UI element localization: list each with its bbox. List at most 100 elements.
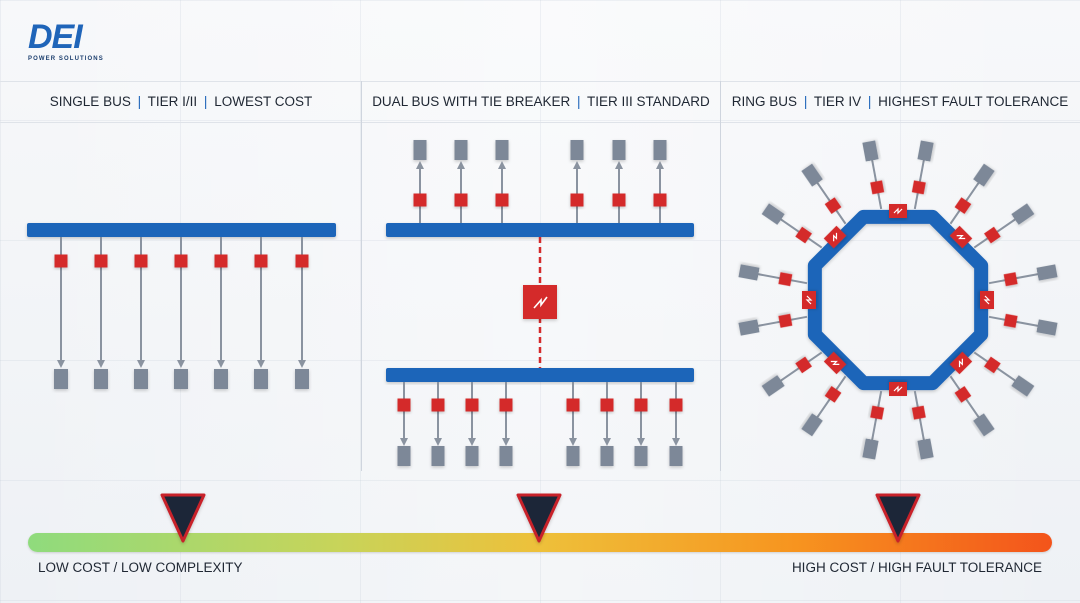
- load-icon: [431, 446, 445, 466]
- breaker-icon: [824, 386, 842, 403]
- bus-bar: [386, 368, 694, 382]
- breaker-icon: [134, 254, 148, 268]
- load-icon: [134, 369, 148, 389]
- sectionalizer-symbol: [983, 295, 991, 305]
- load-icon: [600, 446, 614, 466]
- breaker-icon: [254, 254, 268, 268]
- ring-bus-diagram: [738, 140, 1058, 460]
- load-icon: [1011, 203, 1035, 225]
- load-icon: [413, 140, 427, 160]
- load-icon: [454, 140, 468, 160]
- breaker-icon: [778, 313, 793, 328]
- breaker-icon: [778, 272, 793, 287]
- breaker-icon: [669, 398, 683, 412]
- tie-switch-symbol: [533, 296, 548, 309]
- load-icon: [973, 413, 995, 437]
- breaker-icon: [911, 405, 926, 420]
- logo-wordmark: DEI: [28, 18, 83, 56]
- breaker-icon: [634, 398, 648, 412]
- sectionalizer-symbol: [805, 295, 813, 305]
- load-icon: [738, 319, 760, 336]
- load-icon: [566, 446, 580, 466]
- bus-bar: [386, 223, 694, 237]
- load-icon: [669, 446, 683, 466]
- load-icon: [761, 203, 785, 225]
- breaker-icon: [54, 254, 68, 268]
- title-separator: |: [137, 94, 142, 109]
- sectionalizer-symbol: [958, 358, 963, 368]
- load-icon: [761, 375, 785, 397]
- down-triangle-icon: [160, 493, 206, 543]
- title-part: SINGLE BUS: [49, 94, 131, 109]
- load-icon: [634, 446, 648, 466]
- title-separator: |: [867, 94, 872, 109]
- title-separator: |: [803, 94, 808, 109]
- load-icon: [917, 140, 934, 162]
- load-icon: [801, 163, 823, 187]
- breaker-icon: [431, 398, 445, 412]
- breaker-icon: [566, 398, 580, 412]
- title-dual-bus: DUAL BUS WITH TIE BREAKER | TIER III STA…: [362, 92, 720, 112]
- breaker-icon: [214, 254, 228, 268]
- breaker-icon: [495, 193, 509, 207]
- load-icon: [917, 438, 934, 460]
- scale-right-label: HIGH COST / HIGH FAULT TOLERANCE: [791, 560, 1042, 575]
- load-icon: [499, 446, 513, 466]
- sectionalizer-symbol: [956, 235, 966, 240]
- breaker-icon: [870, 405, 885, 420]
- breaker-icon: [94, 254, 108, 268]
- breaker-icon: [911, 180, 926, 195]
- breaker-icon: [570, 193, 584, 207]
- breaker-icon: [295, 254, 309, 268]
- load-icon: [738, 264, 760, 281]
- single-bus-diagram: [27, 223, 336, 389]
- breaker-icon: [499, 398, 513, 412]
- title-separator: |: [577, 94, 581, 109]
- logo-tagline: POWER SOLUTIONS: [28, 56, 104, 62]
- load-icon: [862, 438, 879, 460]
- scale-left-label: LOW COST / LOW COMPLEXITY: [38, 560, 243, 575]
- title-ring-bus: RING BUS | TIER IV | HIGHEST FAULT TOLER…: [720, 92, 1080, 112]
- title-single-bus: SINGLE BUS | TIER I/II | LOWEST COST: [0, 92, 362, 112]
- load-icon: [612, 140, 626, 160]
- load-icon: [1036, 319, 1058, 336]
- load-icon: [1011, 375, 1035, 397]
- load-icon: [214, 369, 228, 389]
- load-icon: [973, 163, 995, 187]
- breaker-icon: [397, 398, 411, 412]
- sectionalizer-symbol: [893, 385, 903, 393]
- title-part: RING BUS: [731, 94, 798, 109]
- load-icon: [801, 413, 823, 437]
- load-icon: [295, 369, 309, 389]
- load-icon: [397, 446, 411, 466]
- breaker-icon: [795, 356, 812, 374]
- breaker-icon: [174, 254, 188, 268]
- breaker-icon: [413, 193, 427, 207]
- title-part: TIER III STANDARD: [587, 94, 710, 109]
- ring-bus-bar: [807, 209, 989, 391]
- down-triangle-icon: [875, 493, 921, 543]
- breaker-icon: [795, 226, 812, 244]
- sectionalizer-symbol: [830, 360, 840, 365]
- breaker-icon: [1003, 313, 1018, 328]
- breaker-icon: [954, 197, 972, 214]
- breaker-icon: [1003, 272, 1018, 287]
- load-icon: [254, 369, 268, 389]
- load-icon: [862, 140, 879, 162]
- title-separator: |: [203, 94, 208, 109]
- load-icon: [174, 369, 188, 389]
- sectionalizer-symbol: [893, 207, 903, 215]
- load-icon: [54, 369, 68, 389]
- breaker-icon: [984, 356, 1001, 374]
- breaker-icon: [600, 398, 614, 412]
- breaker-icon: [454, 193, 468, 207]
- load-icon: [465, 446, 479, 466]
- dual-bus-diagram: [386, 140, 694, 466]
- breaker-icon: [612, 193, 626, 207]
- sectionalizer-symbol: [833, 232, 838, 242]
- load-icon: [94, 369, 108, 389]
- breaker-icon: [954, 386, 972, 403]
- title-part: TIER IV: [813, 94, 862, 109]
- load-icon: [1036, 264, 1058, 281]
